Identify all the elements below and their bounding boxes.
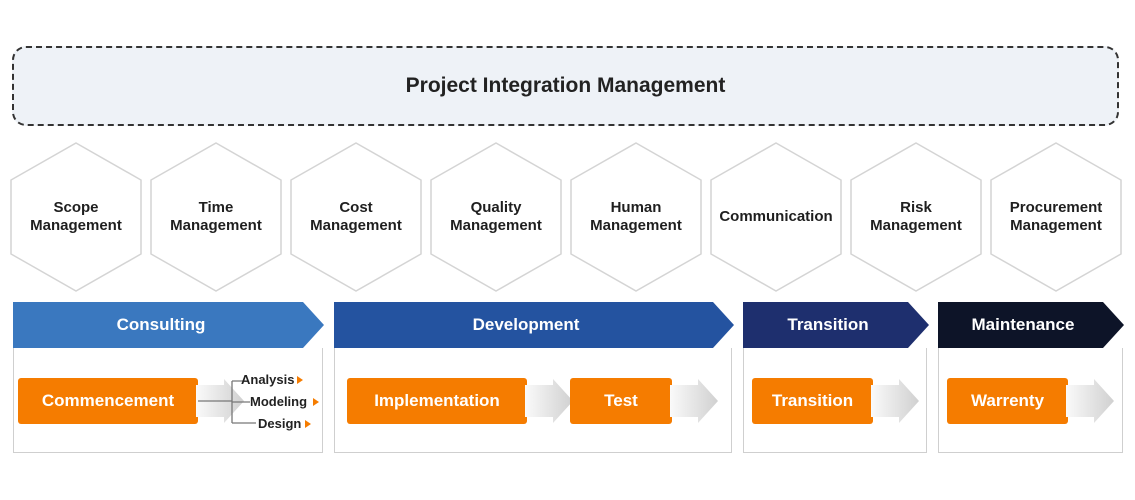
analysis-pointer-icon xyxy=(297,376,303,384)
hex-communication: Communication xyxy=(710,142,842,292)
phase-arrow-shape xyxy=(13,302,324,348)
project-integration-title: Project Integration Management xyxy=(405,74,726,97)
hexagon-shape xyxy=(990,142,1122,292)
step-transition[interactable]: Transition xyxy=(752,378,873,424)
hex-label: Time Management xyxy=(170,199,262,234)
hex-procurement-management: Procurement Management xyxy=(990,142,1122,292)
step-arrow-icon xyxy=(670,379,718,423)
step-warrenty[interactable]: Warrenty xyxy=(947,378,1068,424)
design-pointer-icon xyxy=(305,420,311,428)
phase-label: Development xyxy=(472,315,580,334)
hex-label: Human Management xyxy=(590,199,682,234)
hex-risk-management: Risk Management xyxy=(850,142,982,292)
sub-item-design: Design xyxy=(258,416,302,431)
sub-item-analysis: Analysis xyxy=(241,372,295,387)
bracket-connector-icon xyxy=(198,380,256,424)
phase-label: Maintenance xyxy=(971,315,1075,334)
hex-time-management: Time Management xyxy=(150,142,282,292)
hexagon-shape xyxy=(290,142,422,292)
phase-arrow-shape xyxy=(938,302,1124,348)
hex-label: Scope Management xyxy=(30,199,122,234)
phase-consulting-header: Consulting xyxy=(13,302,324,348)
step-arrow-icon xyxy=(1066,379,1114,423)
step-arrow-icon xyxy=(871,379,919,423)
phase-maintenance-header: Maintenance xyxy=(938,302,1124,348)
hexagon-shape xyxy=(10,142,142,292)
hexagon-shape xyxy=(850,142,982,292)
modeling-pointer-icon xyxy=(313,398,319,406)
phase-arrow-shape xyxy=(334,302,734,348)
hex-label: Quality Management xyxy=(450,199,542,234)
phase-transition-header: Transition xyxy=(743,302,929,348)
hex-label: Cost Management xyxy=(310,199,402,234)
phase-label: Consulting xyxy=(116,315,206,334)
phase-arrow-shape xyxy=(743,302,929,348)
step-test[interactable]: Test xyxy=(570,378,672,424)
phase-label: Transition xyxy=(787,315,869,334)
hex-quality-management: Quality Management xyxy=(430,142,562,292)
step-commencement[interactable]: Commencement xyxy=(18,378,198,424)
project-integration-banner: Project Integration Management xyxy=(12,46,1119,126)
step-arrow-icon xyxy=(525,379,573,423)
hexagon-shape xyxy=(710,142,842,292)
hex-label: Risk Management xyxy=(870,199,962,234)
hexagon-shape xyxy=(570,142,702,292)
hex-label: Procurement Management xyxy=(1009,199,1103,234)
hex-label: Communication xyxy=(719,208,833,225)
hex-cost-management: Cost Management xyxy=(290,142,422,292)
step-implementation[interactable]: Implementation xyxy=(347,378,527,424)
hex-scope-management: Scope Management xyxy=(10,142,142,292)
sub-item-modeling: Modeling xyxy=(250,394,308,409)
phase-development-header: Development xyxy=(334,302,734,348)
hex-human-management: Human Management xyxy=(570,142,702,292)
hexagon-shape xyxy=(150,142,282,292)
hexagon-shape xyxy=(430,142,562,292)
